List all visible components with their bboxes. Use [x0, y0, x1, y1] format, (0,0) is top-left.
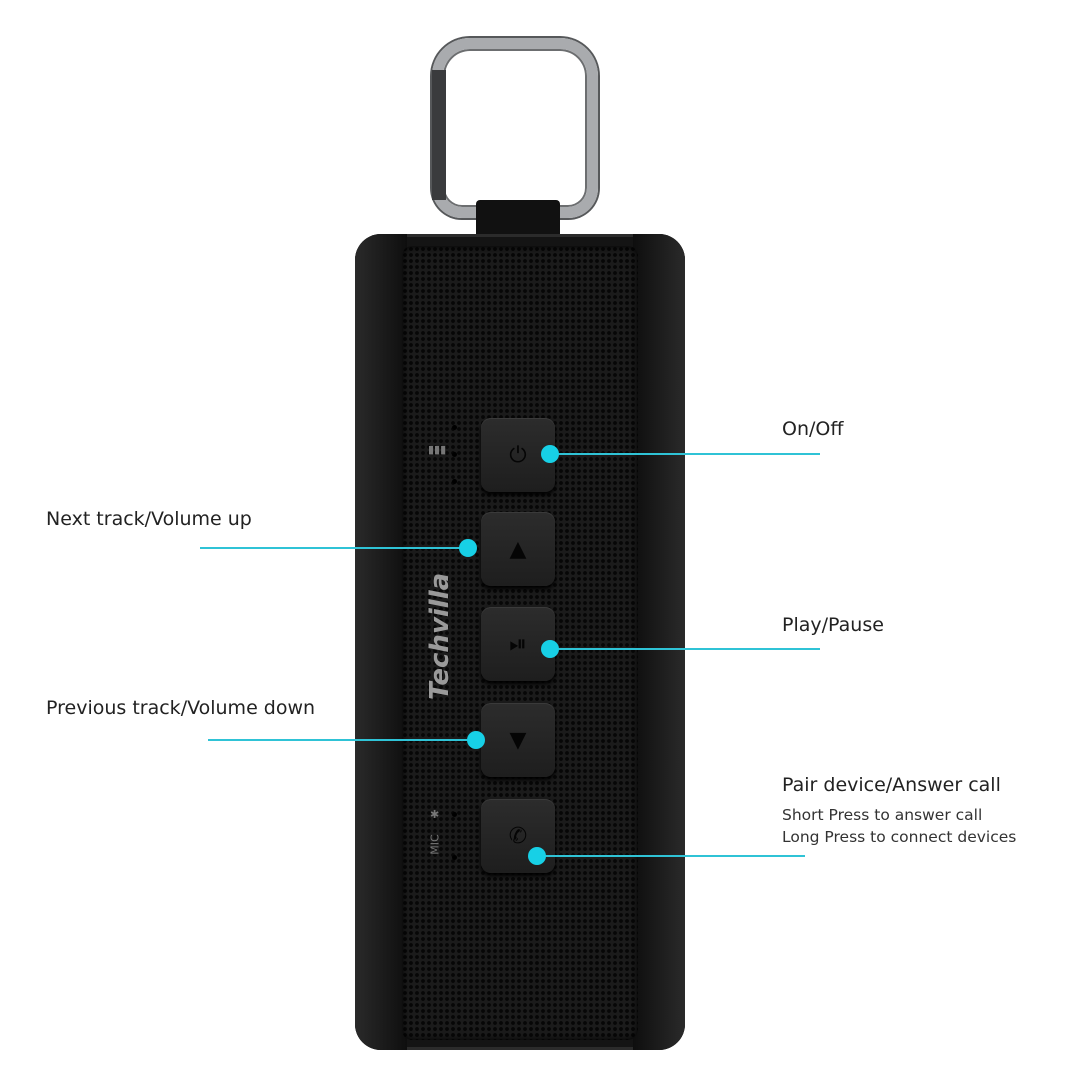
battery-icon: ▮▮▮ — [428, 443, 447, 456]
volume-down-button[interactable]: ▼ — [481, 703, 555, 777]
brand-logo: Techvilla — [425, 572, 455, 700]
bluetooth-phone-icon: ✆ — [508, 823, 528, 849]
callout-previous-track: Previous track/Volume down — [46, 697, 316, 719]
speaker-grille — [402, 246, 638, 1040]
callout-line-play-pause — [550, 648, 820, 650]
triangle-down-icon: ▼ — [509, 727, 527, 753]
speaker-bumper-left — [355, 234, 407, 1050]
bluetooth-indicator-icon: ✱ — [430, 808, 440, 821]
callout-on-off: On/Off — [782, 418, 844, 440]
play-pause-icon: ⏯ — [509, 631, 527, 657]
callout-line-pair-device — [537, 855, 805, 857]
callout-pair-short-press: Short Press to answer call — [782, 806, 983, 824]
speaker-bumper-right — [633, 234, 685, 1050]
callout-pair-long-press: Long Press to connect devices — [782, 828, 1017, 846]
indicator-led — [452, 425, 457, 430]
callout-dot-play-pause — [541, 640, 559, 658]
mic-label: MIC — [428, 834, 442, 855]
callout-play-pause: Play/Pause — [782, 614, 884, 636]
callout-line-previous-track — [208, 739, 476, 741]
volume-up-button[interactable]: ▲ — [481, 512, 555, 586]
carabiner-gate — [432, 70, 446, 200]
callout-line-on-off — [550, 453, 820, 455]
mic-hole — [452, 855, 457, 860]
indicator-led — [452, 479, 457, 484]
callout-pair-device: Pair device/Answer call — [782, 774, 1001, 796]
power-icon: ⏻ — [509, 442, 527, 468]
indicator-led — [452, 812, 457, 817]
callout-dot-on-off — [541, 445, 559, 463]
callout-dot-next-track — [459, 539, 477, 557]
carabiner-clip — [432, 38, 598, 218]
callout-line-next-track — [200, 547, 468, 549]
callout-dot-pair-device — [528, 847, 546, 865]
triangle-up-icon: ▲ — [509, 536, 527, 562]
callout-next-track: Next track/Volume up — [46, 508, 252, 530]
pair-answer-button[interactable]: ✆ — [481, 799, 555, 873]
indicator-led — [452, 452, 457, 457]
callout-dot-previous-track — [467, 731, 485, 749]
